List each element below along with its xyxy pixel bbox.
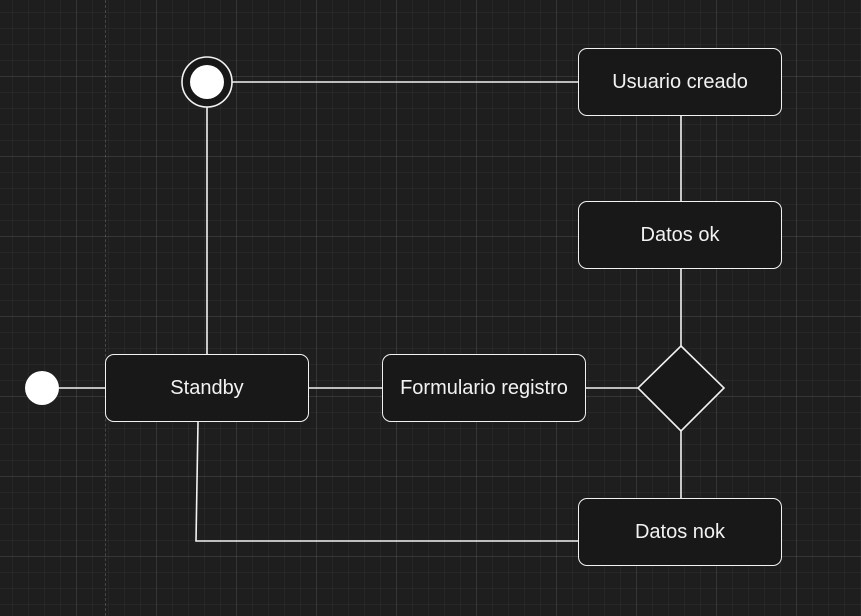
state-standby[interactable]: Standby [105,354,309,422]
state-datos-ok[interactable]: Datos ok [578,201,782,269]
state-usuario-creado-label: Usuario creado [612,70,748,93]
state-standby-label: Standby [170,376,244,399]
guide-line [105,0,106,616]
state-datos-nok[interactable]: Datos nok [578,498,782,566]
final-node-icon [190,65,224,99]
state-formulario-registro-label: Formulario registro [400,376,568,399]
state-datos-ok-label: Datos ok [640,223,720,246]
state-formulario-registro[interactable]: Formulario registro [382,354,586,422]
state-usuario-creado[interactable]: Usuario creado [578,48,782,116]
state-datos-nok-label: Datos nok [634,520,726,543]
initial-node-icon[interactable] [25,371,59,405]
edge-datos-nok-standby[interactable] [195,421,578,542]
decision-diamond-icon[interactable] [636,344,726,433]
